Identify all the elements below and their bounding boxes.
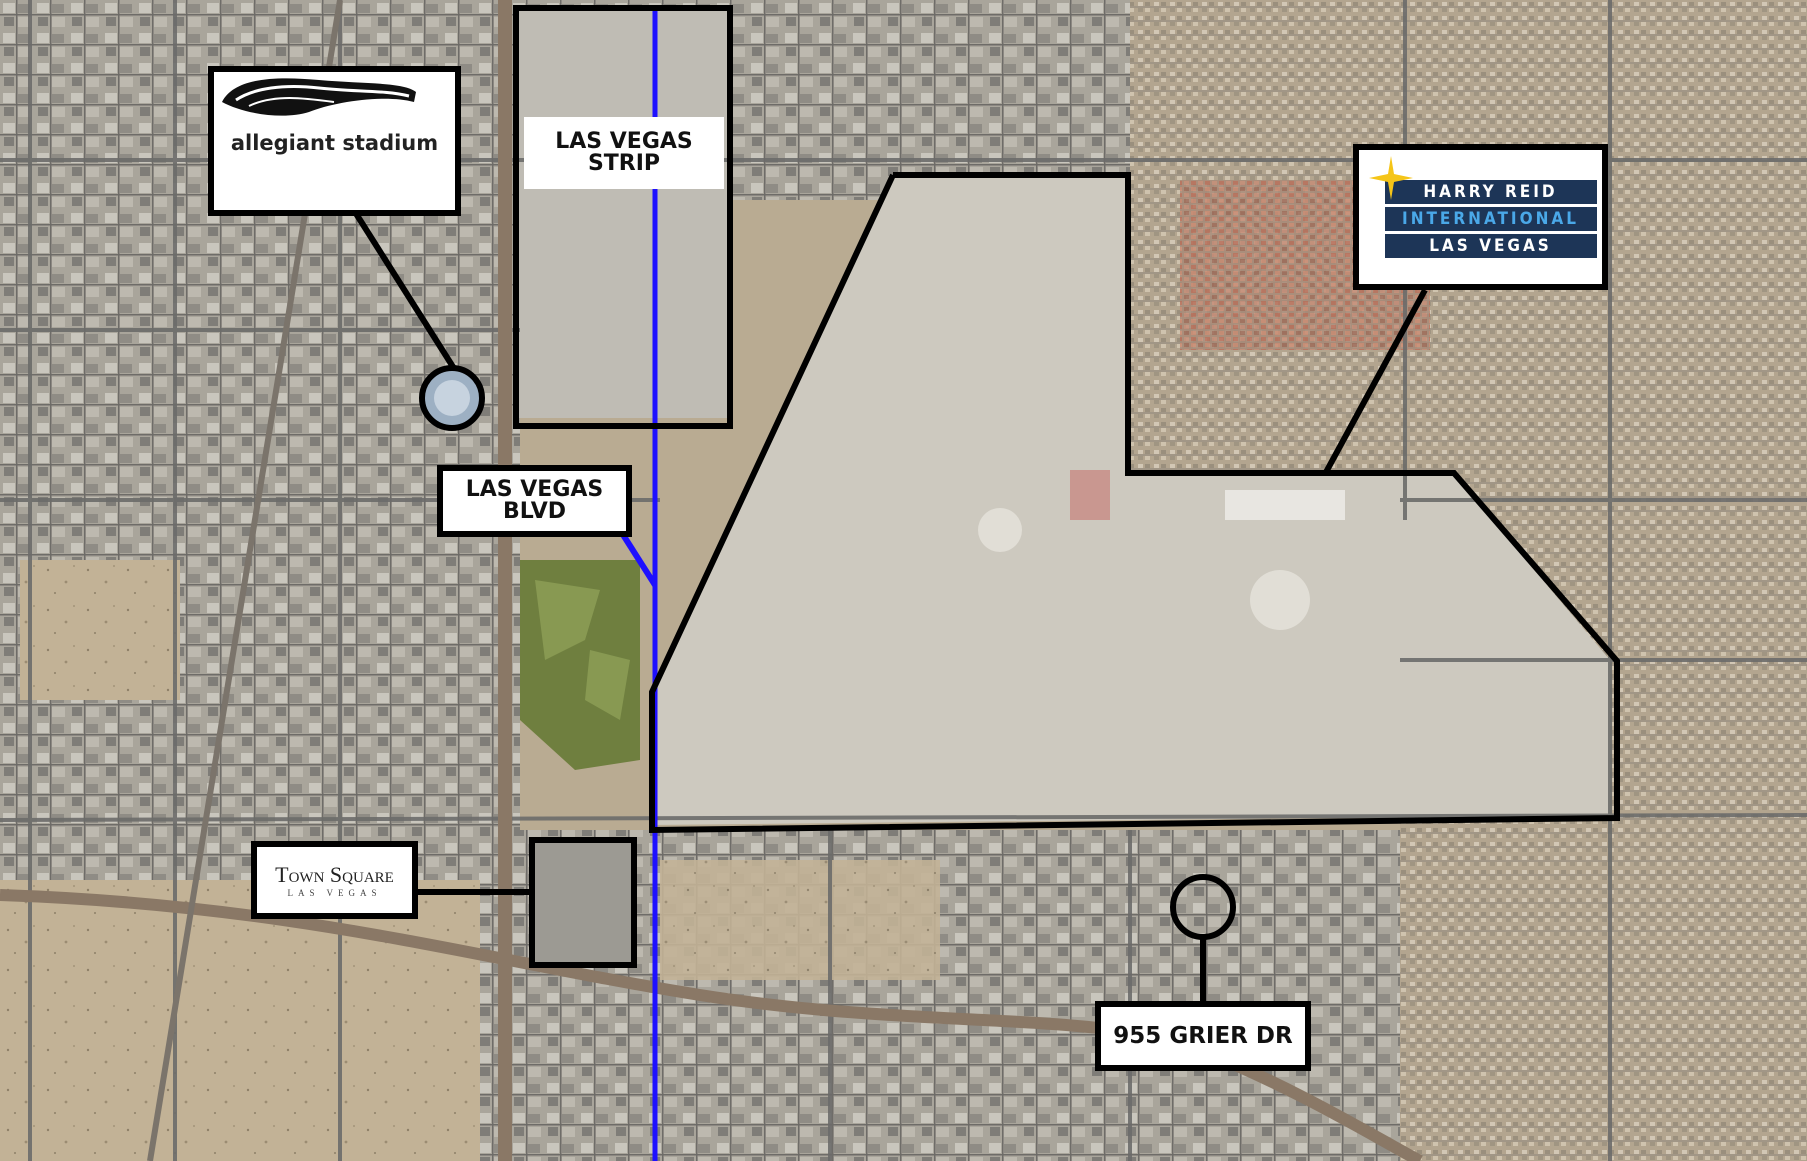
stadium-logo-icon	[222, 78, 416, 116]
strip-resort-area	[516, 8, 730, 418]
star-burst-icon	[1369, 156, 1413, 200]
airport-line-2: INTERNATIONAL	[1384, 207, 1597, 231]
airfield-area	[650, 175, 1610, 825]
desert-west-lot	[20, 560, 180, 700]
property-circle-marker	[1170, 874, 1236, 940]
town-square-city: LAS VEGAS	[287, 888, 382, 898]
urban-south	[520, 830, 1400, 1161]
town-square-logo: Town Square LAS VEGAS	[251, 841, 418, 919]
town-square-name: Town Square	[275, 862, 394, 887]
strip-label: LAS VEGAS STRIP	[524, 117, 724, 189]
property-label: 955 GRIER DR	[1095, 1001, 1311, 1071]
allegiant-stadium-logo: allegiant stadium	[208, 66, 461, 216]
boulevard-label: LAS VEGAS BLVD	[437, 465, 632, 537]
town-square-outline	[529, 837, 637, 968]
desert-southwest	[0, 880, 480, 1161]
property-address: 955 GRIER DR	[1113, 1022, 1293, 1049]
allegiant-stadium-text: allegiant stadium	[230, 131, 439, 155]
airport-line-3: LAS VEGAS	[1384, 234, 1597, 258]
airport-line-1: HARRY REID	[1384, 180, 1597, 204]
strip-outline-box	[513, 5, 733, 429]
allegiant-connector	[352, 210, 458, 372]
desert-mid-south	[660, 860, 940, 980]
airport-outline	[649, 172, 1620, 834]
harry-reid-logo: HARRY REID INTERNATIONAL LAS VEGAS	[1353, 144, 1608, 290]
airport-connector	[1322, 288, 1428, 476]
